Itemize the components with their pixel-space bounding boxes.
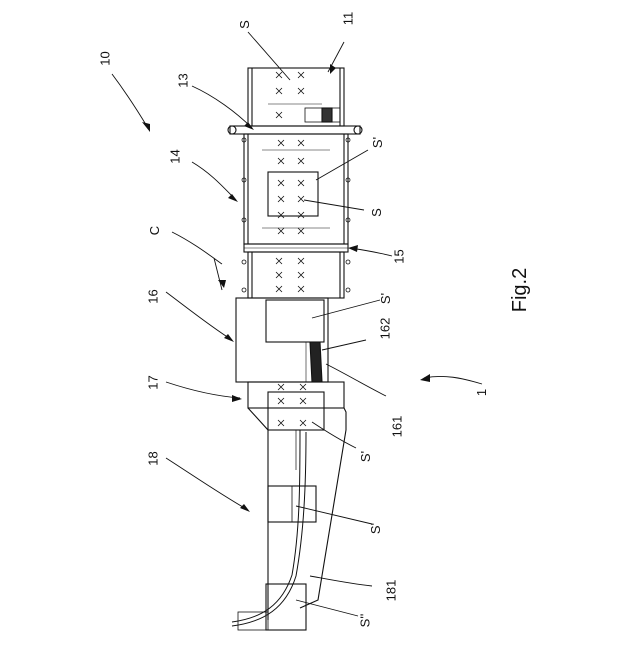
station-conveyor	[248, 252, 344, 298]
label-16: 16	[147, 289, 160, 303]
gripper-marks	[276, 72, 306, 426]
label-15: 15	[393, 249, 406, 263]
leader-lines	[112, 32, 482, 616]
label-S-prime-4: S'	[369, 523, 382, 534]
label-S-prime-3: S'	[359, 451, 372, 462]
station-17-frame	[248, 382, 344, 408]
label-14: 14	[169, 149, 182, 163]
label-S-top: S	[238, 20, 251, 29]
label-10: 10	[99, 51, 112, 65]
blade-161	[310, 342, 322, 382]
sheet-S-prime	[268, 172, 318, 216]
label-C: C	[148, 226, 161, 235]
label-S-double-prime: S''	[358, 614, 371, 628]
label-11: 11	[341, 12, 354, 26]
label-S-mid: S	[370, 208, 383, 217]
stacker-181	[266, 584, 306, 630]
station-14-frame	[244, 134, 348, 244]
label-162: 162	[378, 318, 391, 340]
label-161: 161	[390, 416, 403, 438]
sheet-S-prime-16	[266, 300, 324, 342]
figure-title: Fig.2	[510, 268, 530, 312]
label-13: 13	[177, 73, 190, 87]
label-18: 18	[147, 451, 160, 465]
arrowheads	[142, 64, 430, 512]
label-181: 181	[384, 580, 397, 602]
conveyor-18-left	[248, 408, 268, 620]
label-1: 1	[475, 389, 488, 396]
label-S-prime-1: S'	[371, 137, 384, 148]
label-17: 17	[147, 375, 160, 389]
label-S-prime-2: S'	[379, 293, 392, 304]
